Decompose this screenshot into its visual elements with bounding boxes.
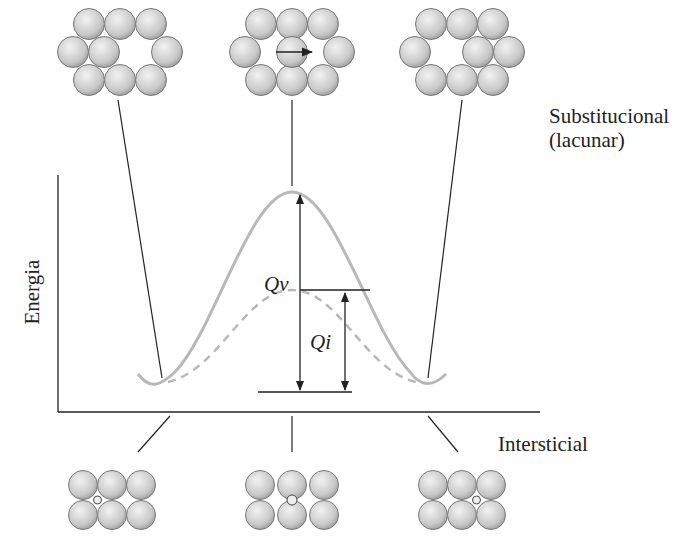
atom xyxy=(69,501,98,530)
axes xyxy=(58,175,540,412)
atom xyxy=(105,65,136,96)
atom xyxy=(477,501,506,530)
mechanism-label: Substitucional (lacunar) xyxy=(549,104,684,152)
atom xyxy=(473,496,481,504)
atom xyxy=(447,9,478,40)
atom xyxy=(136,9,167,40)
atom xyxy=(74,9,105,40)
atom xyxy=(105,9,136,40)
atom xyxy=(419,471,448,500)
atom xyxy=(494,37,525,68)
atom xyxy=(246,471,275,500)
energy-arrows xyxy=(258,195,370,392)
atom xyxy=(69,471,98,500)
atom xyxy=(230,37,261,68)
atom xyxy=(246,501,275,530)
atom xyxy=(324,37,355,68)
atom xyxy=(246,9,277,40)
axis-label: Energia xyxy=(20,260,44,325)
atom xyxy=(463,37,494,68)
atom xyxy=(127,501,156,530)
atom xyxy=(89,37,120,68)
activation-energy: Qv xyxy=(264,272,298,296)
atom xyxy=(308,65,339,96)
atom xyxy=(416,9,447,40)
atom xyxy=(74,65,105,96)
atom xyxy=(448,501,477,530)
atom xyxy=(127,471,156,500)
atom xyxy=(308,9,339,40)
atom xyxy=(98,471,127,500)
atom xyxy=(400,37,431,68)
atom xyxy=(310,501,339,530)
atom xyxy=(310,471,339,500)
atom xyxy=(478,65,509,96)
atom xyxy=(277,65,308,96)
atom xyxy=(277,9,308,40)
atom xyxy=(287,495,297,505)
leader-lines xyxy=(118,100,462,452)
atom xyxy=(448,471,477,500)
activation-energy: Qi xyxy=(310,330,344,354)
atom xyxy=(478,9,509,40)
jump-arrow xyxy=(276,51,312,52)
atom xyxy=(416,65,447,96)
atom xyxy=(419,501,448,530)
atom-clusters xyxy=(58,9,525,530)
mechanism-label: Intersticial xyxy=(498,432,638,456)
atom xyxy=(136,65,167,96)
atom xyxy=(447,65,478,96)
atom xyxy=(477,471,506,500)
atom xyxy=(94,496,102,504)
interstitial-curve xyxy=(168,290,416,382)
vacancy-curve xyxy=(138,192,446,384)
atom xyxy=(98,501,127,530)
atom xyxy=(152,37,183,68)
atom xyxy=(58,37,89,68)
atom xyxy=(246,65,277,96)
